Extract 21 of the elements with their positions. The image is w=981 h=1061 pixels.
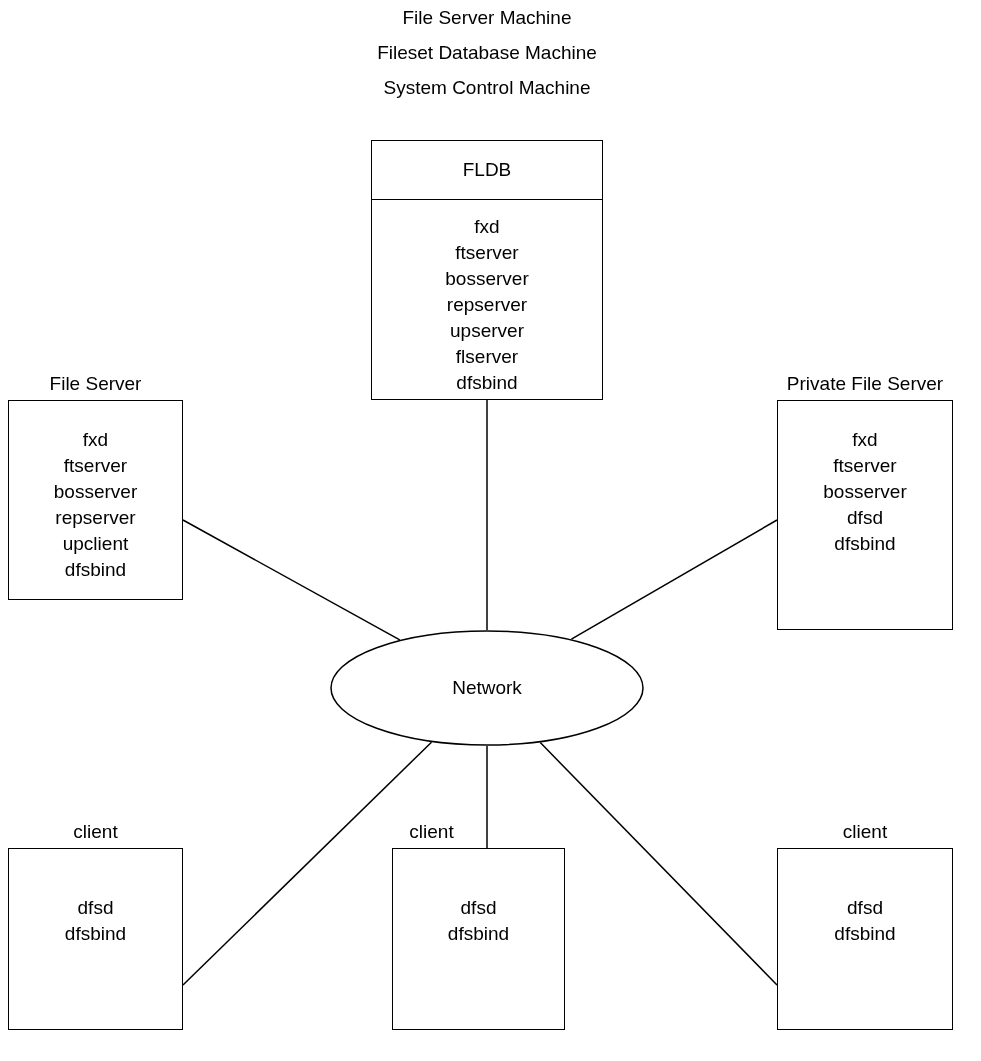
box-header: FLDB xyxy=(372,141,602,200)
connector-line xyxy=(486,399,488,631)
connector-line xyxy=(486,745,488,849)
node-label: Network xyxy=(451,676,523,700)
process-list: fxd ftserver bosserver repserver upserver flserver dfsbind xyxy=(445,214,529,396)
process-list: dfsd dfsbind xyxy=(64,895,127,947)
process-list: dfsd dfsbind xyxy=(834,895,896,947)
process-list: dfsd dfsbind xyxy=(447,895,510,947)
machine-title: File Server xyxy=(49,372,142,396)
machine-title: client xyxy=(73,820,118,844)
machine-title: client xyxy=(409,820,454,844)
process-list: fxd ftserver bosserver repserver upclient dfsbind xyxy=(53,427,138,583)
connector-line xyxy=(182,519,401,641)
connector-line xyxy=(570,519,778,640)
network-ellipse xyxy=(330,630,644,746)
connector-line xyxy=(539,741,778,986)
process-list: fxd ftserver bosserver dfsd dfsbind xyxy=(823,427,907,557)
machine-title: Private File Server xyxy=(786,372,944,396)
connector-line xyxy=(182,741,433,986)
machine-title: client xyxy=(842,820,888,844)
machine-title: File Server Machine Fileset Database Machine System Control Machine xyxy=(376,6,598,100)
